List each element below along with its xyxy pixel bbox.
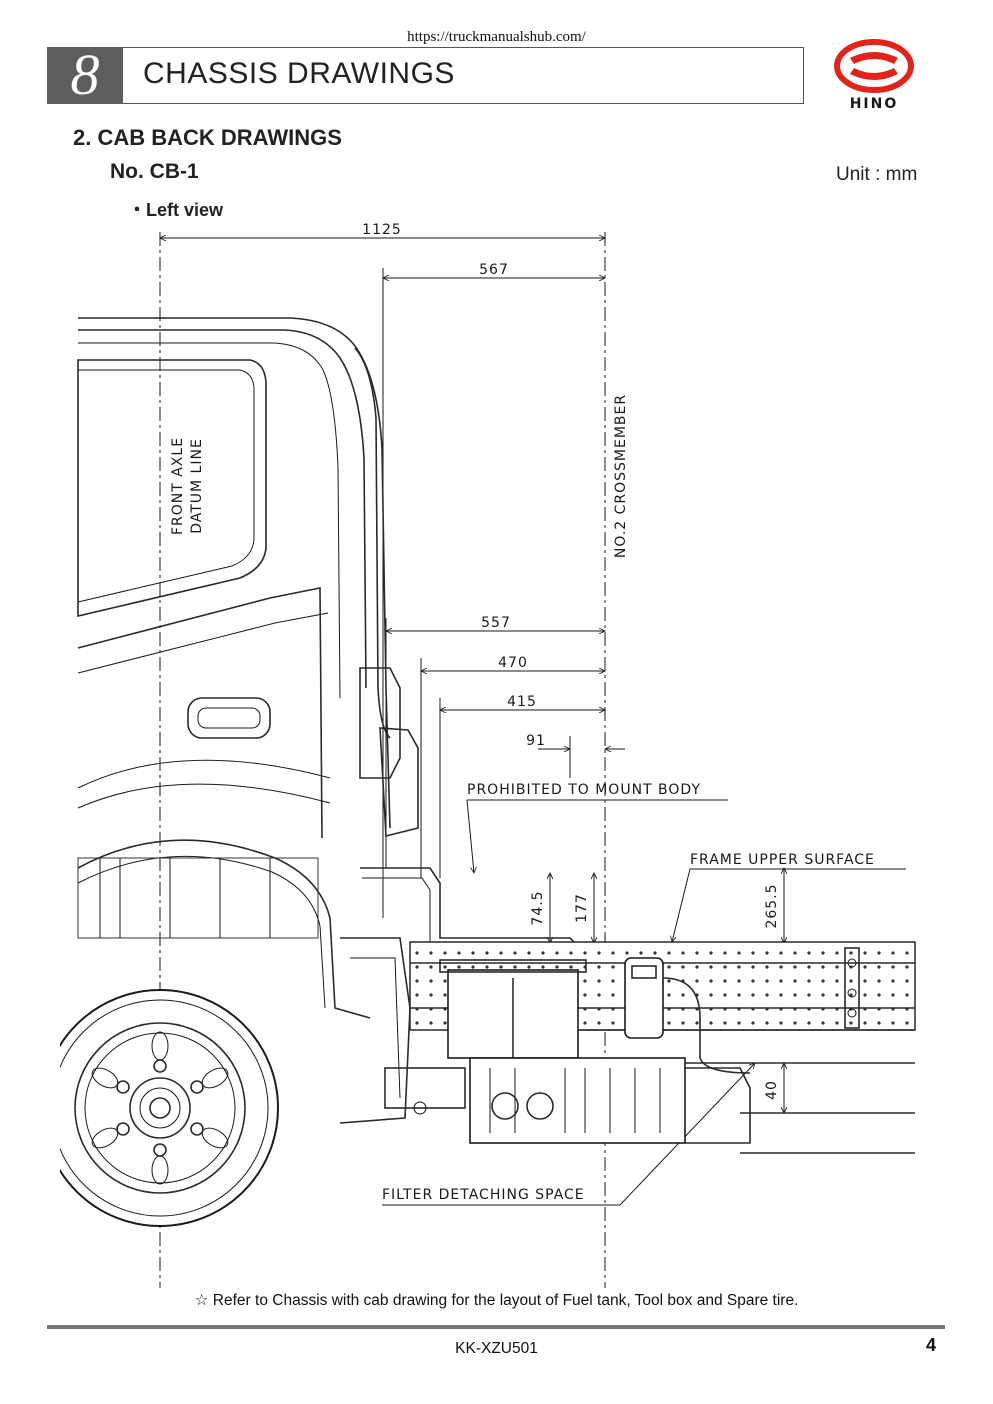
- prohibited-label: PROHIBITED TO MOUNT BODY: [467, 782, 701, 798]
- cab-outline: [78, 317, 391, 829]
- fuel-tank-lower: [469, 1057, 686, 1144]
- document-id: KK-XZU501: [455, 1340, 538, 1357]
- unit-label: Unit : mm: [836, 164, 918, 185]
- filter-label: FILTER DETACHING SPACE: [382, 1187, 585, 1203]
- dim-415: 415: [507, 694, 537, 710]
- cab-back-drawing: 1125 567 557 470 415 91 74.5 177 265.5 4…: [60, 222, 916, 1288]
- cab-window: [77, 359, 267, 618]
- section-heading: 2. CAB BACK DRAWINGS: [73, 125, 342, 150]
- source-url: https://truckmanualshub.com/: [407, 29, 586, 45]
- dim-470: 470: [498, 655, 528, 671]
- hino-logo: HINO: [834, 39, 914, 112]
- chapter-number-box: [47, 47, 123, 104]
- dim-567: 567: [479, 262, 509, 278]
- front-axle-label-1: FRONT AXLE: [170, 437, 186, 535]
- footnote: ☆ Refer to Chassis with cab drawing for …: [194, 1292, 799, 1309]
- page-number: 4: [926, 1335, 937, 1355]
- dim-1125: 1125: [362, 222, 402, 238]
- chapter-number: 8: [70, 42, 100, 107]
- front-fender: [77, 839, 371, 1019]
- dim-557: 557: [481, 615, 511, 631]
- crossmember-label: NO.2 CROSSMEMBER: [613, 394, 629, 558]
- door-handle: [187, 697, 271, 739]
- chapter-title-frame: [123, 47, 804, 104]
- dim-74-5: 74.5: [530, 890, 546, 925]
- front-axle-label-2: DATUM LINE: [189, 438, 205, 534]
- footer-rule: [47, 1325, 945, 1329]
- drawing-number: No. CB-1: [110, 160, 199, 183]
- dim-91: 91: [526, 733, 546, 749]
- fuel-filter: [624, 957, 664, 1039]
- engine-area: [77, 857, 319, 939]
- dim-265-5: 265.5: [764, 883, 780, 928]
- frame-upper-label: FRAME UPPER SURFACE: [690, 852, 875, 868]
- dim-40: 40: [764, 1080, 780, 1100]
- dim-177: 177: [574, 893, 590, 923]
- logo-text: HINO: [850, 96, 899, 112]
- cab-back-box: [379, 727, 419, 838]
- front-wheel: [60, 989, 279, 1227]
- view-label: ・Left view: [128, 200, 224, 220]
- chapter-title: CHASSIS DRAWINGS: [143, 57, 455, 90]
